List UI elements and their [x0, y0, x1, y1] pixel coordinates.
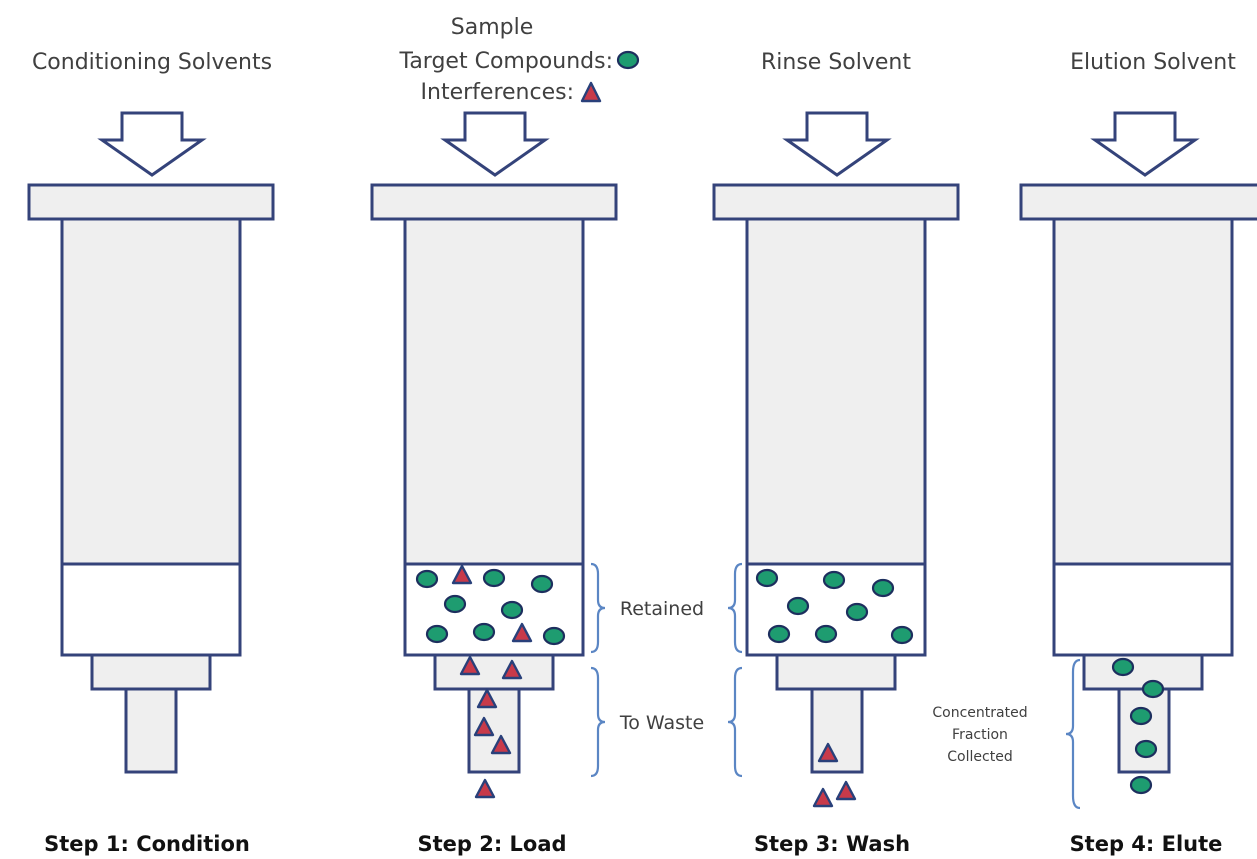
left-bracket — [590, 562, 606, 654]
target-compound-dot — [425, 624, 449, 644]
cartridge-cap — [27, 183, 275, 221]
interference-triangle — [835, 780, 857, 801]
bracket-retained: Retained — [590, 562, 743, 654]
interference-triangle — [501, 659, 523, 680]
legend-target-compounds-label: Target Compounds: — [399, 49, 613, 74]
cartridge-cap — [712, 183, 960, 221]
target-compound-dot — [472, 622, 496, 642]
spe-cartridge — [370, 183, 618, 774]
cartridge-cap — [1019, 183, 1257, 221]
column-wash: Rinse Solvent Step 3: Wash — [712, 50, 960, 856]
step-label-condition: Step 1: Condition — [44, 832, 250, 856]
interference-triangle — [476, 688, 498, 709]
waste-particles — [812, 742, 857, 808]
target-compound-dot — [443, 594, 467, 614]
right-bracket — [727, 666, 743, 778]
column-load: Sample Target Compounds: Interferences: — [370, 15, 640, 856]
interference-triangle — [812, 787, 834, 808]
interference-triangle — [511, 622, 533, 643]
target-compound-dot — [482, 568, 506, 588]
waste-particles — [459, 655, 523, 799]
spe-cartridge — [27, 183, 275, 774]
target-compound-dot — [1111, 657, 1135, 677]
target-compound-dot — [530, 574, 554, 594]
cartridge-frit — [90, 653, 212, 691]
collected-label-line-1: Concentrated — [932, 705, 1027, 721]
solvent-label-conditioning: Conditioning Solvents — [32, 50, 272, 75]
cartridge-reservoir — [60, 217, 242, 566]
cartridge-tip — [124, 687, 178, 774]
target-compound-dot — [822, 570, 846, 590]
cartridge-reservoir — [1052, 217, 1234, 566]
sorbent-bed — [60, 562, 242, 657]
collected-label-line-3: Collected — [947, 749, 1012, 765]
target-compound-dot — [871, 578, 895, 598]
down-arrow-icon — [97, 111, 207, 177]
legend-interferences-label: Interferences: — [421, 80, 574, 105]
down-arrow-icon — [1090, 111, 1200, 177]
solvent-label-sample: Sample — [451, 15, 534, 40]
interference-triangle — [817, 742, 839, 763]
target-compound-dot — [1129, 706, 1153, 726]
retained-label: Retained — [620, 598, 704, 620]
target-compound-dot — [786, 596, 810, 616]
left-bracket — [1065, 658, 1081, 810]
bracket-to-waste: To Waste — [590, 666, 743, 778]
target-compound-dot — [814, 624, 838, 644]
solvent-label-elution: Elution Solvent — [1070, 50, 1236, 75]
retained-particles — [755, 568, 914, 645]
interference-triangle — [490, 734, 512, 755]
cartridge-reservoir — [745, 217, 927, 566]
target-compound-dot — [845, 602, 869, 622]
target-compound-dot — [415, 569, 439, 589]
collected-label-line-2: Fraction — [952, 727, 1008, 743]
cartridge-cap — [370, 183, 618, 221]
left-bracket — [590, 666, 606, 778]
cartridge-frit — [775, 653, 897, 691]
interference-triangle — [473, 716, 495, 737]
cartridge-tip — [1117, 687, 1171, 774]
sorbent-bed — [1052, 562, 1234, 657]
solvent-label-rinse: Rinse Solvent — [761, 50, 911, 75]
cartridge-reservoir — [403, 217, 585, 566]
step-label-elute: Step 4: Elute — [1070, 832, 1223, 856]
target-compound-dot — [542, 626, 566, 646]
step-label-wash: Step 3: Wash — [754, 832, 910, 856]
interference-triangle — [451, 564, 473, 585]
interference-triangle — [459, 655, 481, 676]
target-compound-dot — [1141, 679, 1165, 699]
legend-interference-icon — [580, 81, 602, 103]
target-compound-dot — [500, 600, 524, 620]
cartridge-frit — [433, 653, 555, 691]
to-waste-label: To Waste — [619, 712, 704, 734]
target-compound-dot — [755, 568, 779, 588]
target-compound-dot — [1129, 775, 1153, 795]
target-compound-dot — [1134, 739, 1158, 759]
down-arrow-icon — [440, 111, 550, 177]
eluted-particles — [1111, 657, 1165, 795]
column-elute: Elution Solvent Concentrated Fraction Co… — [932, 50, 1257, 856]
retained-particles — [415, 564, 566, 646]
step-label-load: Step 2: Load — [417, 832, 566, 856]
target-compound-dot — [890, 625, 914, 645]
interference-triangle — [474, 778, 496, 799]
target-compound-dot — [767, 624, 791, 644]
legend-target-compound-icon — [616, 50, 640, 70]
bracket-collected: Concentrated Fraction Collected — [932, 658, 1081, 810]
spe-cartridge — [712, 183, 960, 774]
spe-cartridge — [1019, 183, 1257, 774]
down-arrow-icon — [782, 111, 892, 177]
cartridge-frit — [1082, 653, 1204, 691]
column-condition: Conditioning Solvents Step 1: Condition — [27, 50, 275, 856]
right-bracket — [727, 562, 743, 654]
